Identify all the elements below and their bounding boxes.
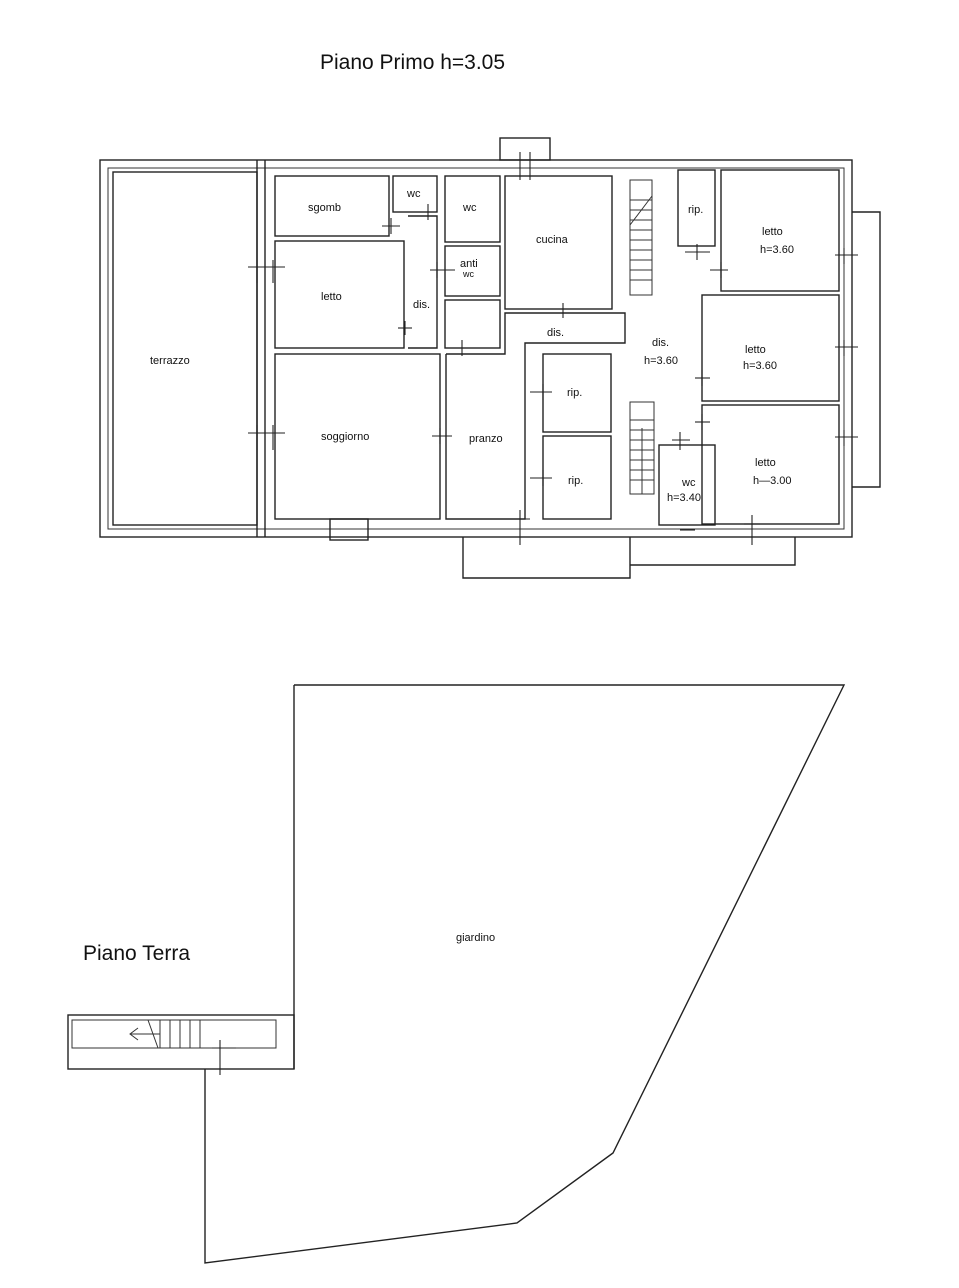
room-label-letto-top-h: h=3.60 bbox=[760, 244, 794, 256]
stair-top-steps bbox=[629, 195, 653, 281]
entrance-door-ticks bbox=[212, 1040, 236, 1075]
window-box bbox=[329, 518, 369, 541]
room-label-terrazzo: terrazzo bbox=[150, 355, 190, 367]
room-label-letto-bottom-h: h—3.00 bbox=[753, 475, 792, 487]
room-label-letto-mid-h: h=3.60 bbox=[743, 360, 777, 372]
room-label-wc1: wc bbox=[406, 188, 421, 200]
room-label-cucina: cucina bbox=[536, 234, 569, 246]
entrance-stair-box bbox=[71, 1019, 277, 1049]
room-label-pranzo: pranzo bbox=[469, 433, 503, 445]
room-label-letto-top: letto bbox=[762, 226, 783, 238]
small-closet bbox=[444, 299, 501, 349]
wc3-room bbox=[658, 444, 716, 526]
chimney bbox=[499, 137, 551, 161]
room-label-rip-low: rip. bbox=[568, 475, 583, 487]
wc2-room bbox=[444, 175, 501, 243]
room-label-sgomb: sgomb bbox=[308, 202, 341, 214]
room-label-rip-mid: rip. bbox=[567, 387, 582, 399]
room-label-letto-mid: letto bbox=[745, 344, 766, 356]
room-label-dis-right-h: h=3.60 bbox=[644, 355, 678, 367]
room-label-anti: anti bbox=[460, 258, 478, 270]
first-floor-plan: terrazzo sgomb wc wc anti wc cucina rip.… bbox=[99, 137, 881, 579]
door-ticks bbox=[248, 152, 858, 545]
room-label-letto-left: letto bbox=[321, 291, 342, 303]
bottom-balcony-left bbox=[462, 537, 631, 579]
letto-top-room bbox=[720, 169, 840, 292]
room-label-soggiorno: soggiorno bbox=[321, 431, 369, 443]
room-label-dis-center: dis. bbox=[547, 327, 564, 339]
stair-top bbox=[629, 179, 653, 296]
anti-wc-room bbox=[444, 245, 501, 297]
cucina-room bbox=[504, 175, 613, 310]
room-label-anti-wc: wc bbox=[462, 269, 474, 279]
sgomb-room bbox=[274, 175, 390, 237]
room-label-wc3: wc bbox=[681, 477, 696, 489]
entrance-strip bbox=[67, 1014, 295, 1070]
room-label-letto-bottom: letto bbox=[755, 457, 776, 469]
dis-left-corridor bbox=[408, 215, 438, 349]
bottom-balcony-right bbox=[630, 537, 796, 566]
room-label-dis-left: dis. bbox=[413, 299, 430, 311]
room-label-wc2: wc bbox=[462, 202, 477, 214]
room-label-rip-top: rip. bbox=[688, 204, 703, 216]
entrance-stairs bbox=[129, 1019, 201, 1049]
ground-floor-plan: giardino bbox=[67, 684, 846, 1264]
stair-bottom-steps bbox=[630, 419, 654, 494]
terrazzo-room bbox=[112, 171, 258, 526]
letto-mid-room bbox=[701, 294, 840, 402]
right-balcony bbox=[852, 211, 881, 488]
room-label-dis-right: dis. bbox=[652, 337, 669, 349]
room-label-giardino: giardino bbox=[456, 932, 495, 944]
garden-outline bbox=[204, 684, 846, 1264]
room-label-wc3-h: h=3.40 bbox=[667, 492, 701, 504]
pranzo-room bbox=[445, 312, 626, 520]
first-floor-title: Piano Primo h=3.05 bbox=[320, 51, 505, 74]
letto-bottom-room bbox=[701, 404, 840, 525]
ground-floor-title: Piano Terra bbox=[83, 942, 190, 965]
letto-left-room bbox=[274, 240, 405, 349]
